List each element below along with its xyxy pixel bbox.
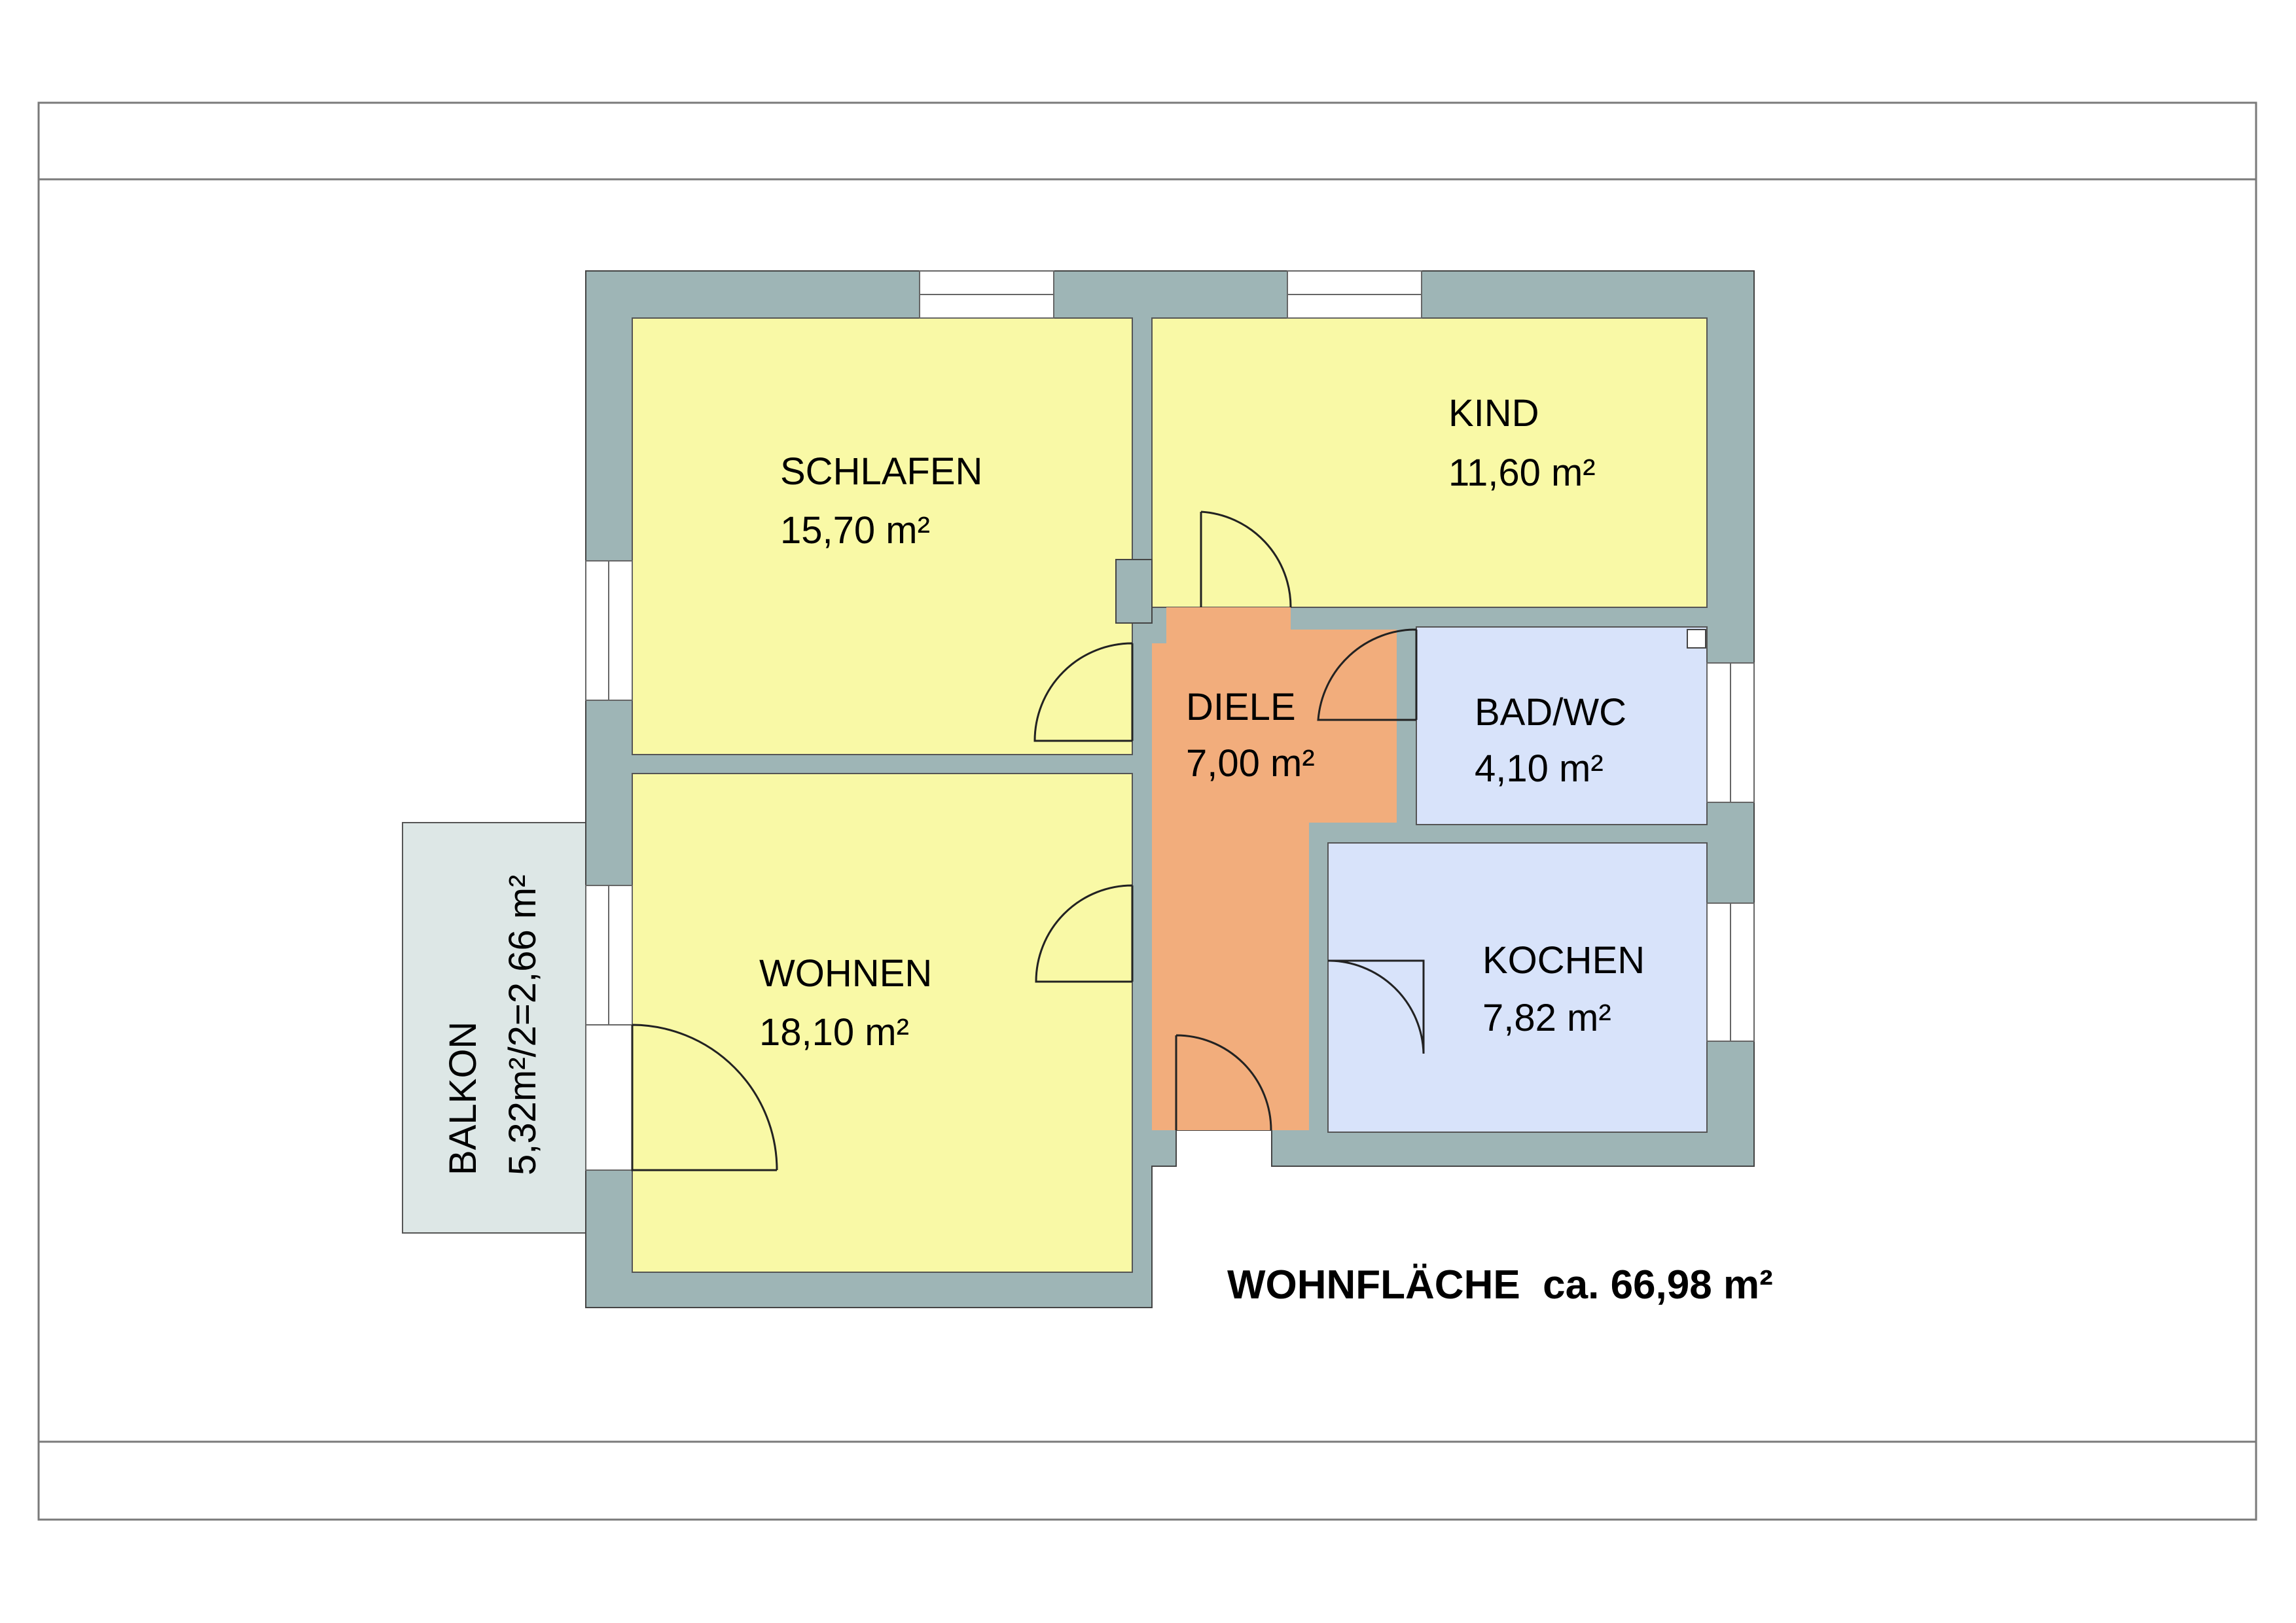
pillar bbox=[1115, 559, 1153, 624]
room-diele bbox=[1152, 607, 1397, 1130]
label-balkon-name: BALKON bbox=[442, 1022, 484, 1175]
balcony-door-opening bbox=[585, 1024, 633, 1171]
windows bbox=[585, 270, 1755, 1171]
room-labels: SCHLAFEN 15,70 m² KIND 11,60 m² DIELE 7,… bbox=[442, 392, 1645, 1175]
label-kochen-area: 7,82 m² bbox=[1482, 997, 1611, 1039]
door-balcony bbox=[631, 1024, 778, 1171]
window-schlafen-left bbox=[585, 560, 633, 701]
total-living-area: WOHNFLÄCHE ca. 66,98 m² bbox=[1227, 1262, 1773, 1308]
room-kochen bbox=[1327, 842, 1708, 1133]
door-entrance bbox=[1175, 1034, 1272, 1131]
label-bad-area: 4,10 m² bbox=[1475, 747, 1604, 790]
label-bad-name: BAD/WC bbox=[1475, 691, 1626, 734]
label-balkon-area: 5,32m²/2=2,66 m² bbox=[501, 875, 544, 1175]
window-wohnen-left bbox=[585, 885, 633, 1026]
sheet-frame bbox=[37, 101, 2257, 1521]
label-wohnen-name: WOHNEN bbox=[759, 952, 932, 995]
room-kind bbox=[1151, 317, 1708, 608]
door-wohnen bbox=[1035, 884, 1134, 983]
frame-outer bbox=[37, 101, 2257, 1521]
door-schlafen bbox=[1033, 642, 1134, 742]
door-bad bbox=[1317, 628, 1418, 721]
window-kind-top bbox=[1287, 270, 1422, 319]
door-kochen bbox=[1327, 959, 1425, 1054]
rooms bbox=[632, 317, 1708, 1273]
balcony-area bbox=[402, 822, 588, 1234]
room-bad bbox=[1416, 626, 1708, 825]
window-bad-right bbox=[1706, 662, 1755, 803]
shaft-marker bbox=[1687, 629, 1706, 649]
window-schlafen-top bbox=[919, 270, 1054, 319]
label-diele-area: 7,00 m² bbox=[1186, 742, 1315, 785]
label-schlafen-area: 15,70 m² bbox=[780, 509, 930, 552]
label-kind-area: 11,60 m² bbox=[1448, 452, 1596, 494]
room-schlafen bbox=[632, 317, 1133, 755]
window-kochen-right bbox=[1706, 902, 1755, 1042]
door-kind bbox=[1200, 510, 1292, 608]
label-diele-name: DIELE bbox=[1186, 686, 1296, 728]
doors bbox=[631, 510, 1425, 1171]
label-wohnen-area: 18,10 m² bbox=[759, 1011, 909, 1054]
label-kind-name: KIND bbox=[1448, 392, 1539, 435]
label-schlafen-name: SCHLAFEN bbox=[780, 450, 982, 493]
label-kochen-name: KOCHEN bbox=[1482, 939, 1645, 982]
room-wohnen bbox=[632, 773, 1133, 1273]
